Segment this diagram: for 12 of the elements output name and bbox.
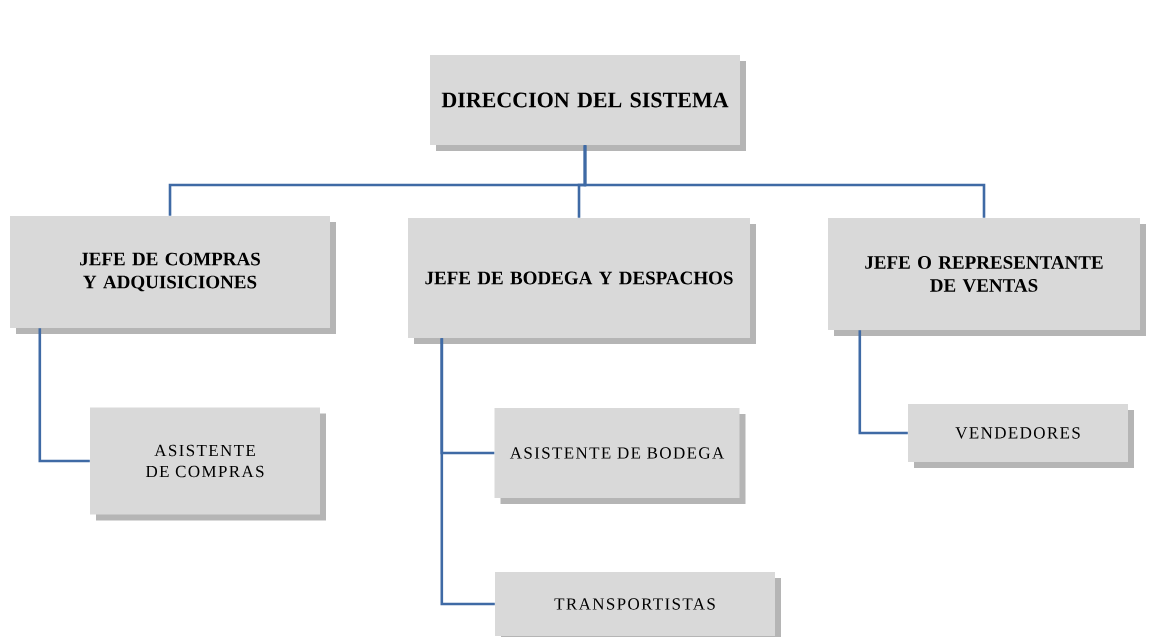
org-box: JEFE DE COMPRAS Y ADQUISICIONES [10, 216, 336, 334]
connector-line [38, 328, 90, 463]
connector-line [583, 145, 986, 218]
connector-line [440, 338, 495, 606]
org-box: DIRECCION DEL SISTEMA [430, 55, 746, 151]
org-box: TRANSPORTISTAS [495, 572, 781, 637]
connector-line [858, 330, 908, 435]
org-box: VENDEDORES [908, 404, 1134, 468]
org-box: ASISTENTE DE BODEGA [494, 408, 746, 504]
org-box: ASISTENTE DE COMPRAS [90, 407, 326, 521]
org-box: JEFE DE BODEGA Y DESPACHOS [408, 218, 756, 344]
org-box: JEFE O REPRESENTANTE DE VENTAS [828, 218, 1146, 336]
